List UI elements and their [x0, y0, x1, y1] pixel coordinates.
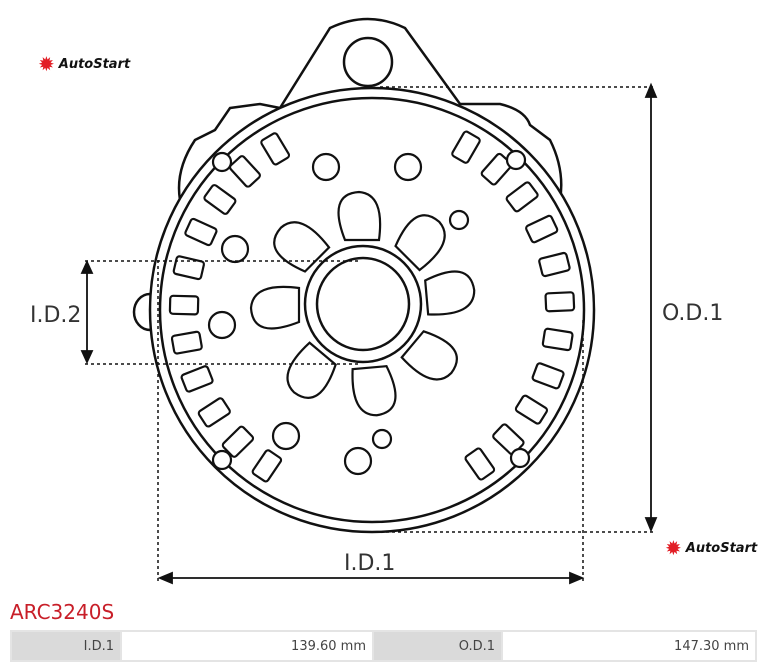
- vent-slot: [531, 362, 565, 390]
- hole: [509, 447, 531, 469]
- hole: [271, 421, 301, 451]
- spec-label: I.D.1: [12, 632, 120, 660]
- autostart-logo-top: ✹ AutoStart: [38, 52, 130, 76]
- vent-slot: [203, 184, 237, 215]
- fan-blade: [351, 365, 397, 417]
- fan-blade: [424, 270, 476, 316]
- vent-slot: [180, 365, 214, 393]
- hole: [505, 149, 527, 171]
- vent-slot: [525, 214, 559, 244]
- hole: [393, 152, 423, 182]
- vent-slot: [451, 130, 481, 164]
- vent-slot: [172, 255, 205, 281]
- table-row: I.D.1 139.60 mm O.D.1 147.30 mm: [12, 632, 755, 660]
- dimension-arrows: [80, 82, 658, 585]
- product-code: ARC3240S: [10, 600, 115, 624]
- vent-slot: [260, 132, 291, 166]
- vent-slot: [229, 155, 261, 188]
- vent-slot: [480, 152, 513, 186]
- vent-slot: [168, 294, 200, 316]
- fan-blade: [286, 341, 337, 399]
- autostart-logo-bottom: ✹ AutoStart: [665, 536, 757, 560]
- od1-label: O.D.1: [662, 301, 723, 326]
- vent-slots: [168, 130, 576, 483]
- vent-slot: [514, 394, 549, 425]
- technical-drawing: O.D.1 I.D.2 I.D.1: [30, 17, 725, 585]
- vent-slot: [184, 217, 218, 247]
- autostart-gear-icon: ✹: [38, 52, 55, 76]
- vent-slot: [221, 425, 255, 458]
- autostart-gear-icon: ✹: [665, 536, 682, 560]
- vent-slot: [170, 330, 203, 355]
- vent-slot: [505, 181, 539, 213]
- fan-blade: [249, 285, 301, 330]
- hole: [211, 151, 233, 173]
- logo-text: AutoStart: [685, 540, 758, 556]
- fan-blade: [394, 214, 446, 272]
- id1-label: I.D.1: [344, 551, 395, 576]
- hole: [211, 449, 233, 471]
- hole: [220, 234, 250, 264]
- hole: [311, 152, 341, 182]
- vent-slot: [197, 397, 231, 428]
- vent-slot: [464, 447, 496, 481]
- fan-blade: [400, 330, 458, 381]
- vent-slot: [251, 449, 283, 483]
- spec-value: 147.30 mm: [503, 632, 755, 660]
- vent-slot: [544, 291, 576, 313]
- logo-text: AutoStart: [58, 56, 131, 72]
- spec-value: 139.60 mm: [122, 632, 372, 660]
- hole: [343, 446, 373, 476]
- hole: [448, 209, 470, 231]
- spec-label: O.D.1: [374, 632, 501, 660]
- dimension-guides: [85, 86, 655, 582]
- mount-holes: [207, 149, 531, 476]
- fan-blade: [337, 190, 382, 242]
- hole: [207, 310, 237, 340]
- fan-blade: [273, 221, 331, 273]
- fan-blades: [249, 190, 476, 417]
- vent-slot: [538, 251, 571, 278]
- specs-table: I.D.1 139.60 mm O.D.1 147.30 mm: [10, 630, 757, 662]
- hole: [371, 428, 393, 450]
- vent-slot: [541, 327, 574, 352]
- id2-label: I.D.2: [30, 303, 81, 328]
